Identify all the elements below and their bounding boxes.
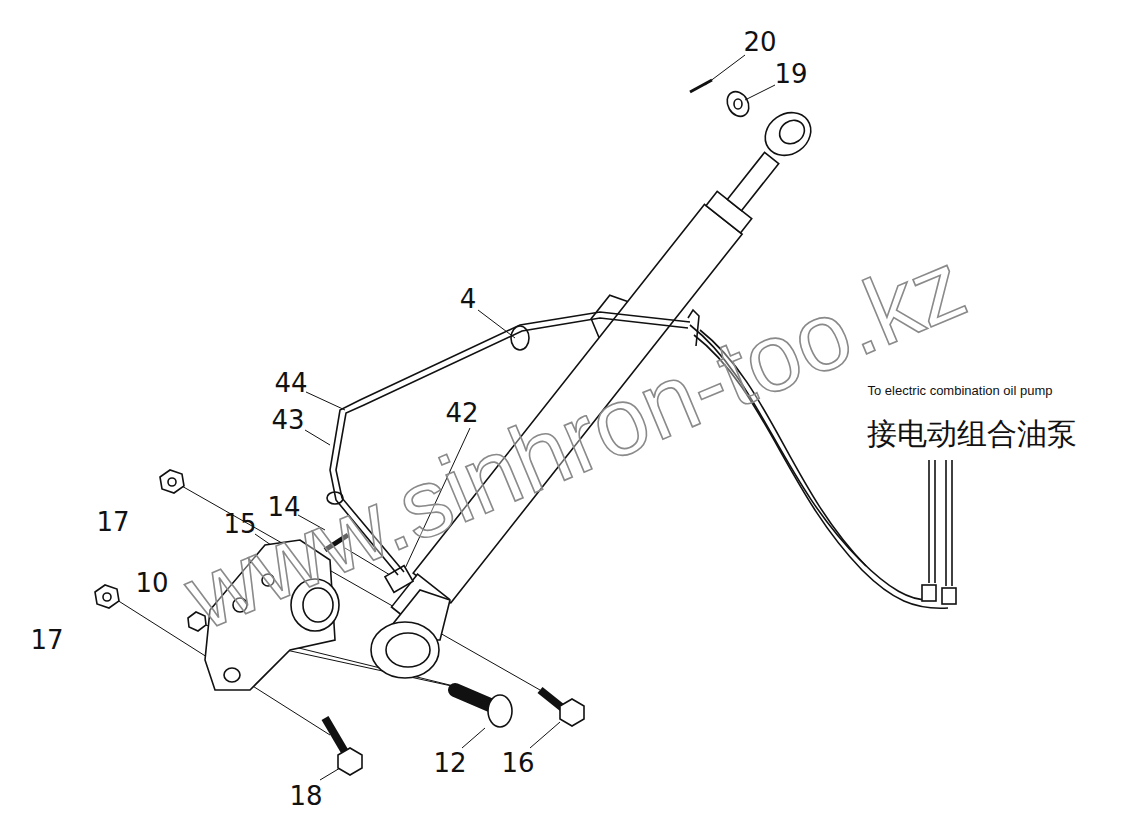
callout-number: 12 (433, 749, 466, 778)
callout-number: 10 (135, 569, 168, 598)
note-text: To electric combination oil pump (868, 384, 1053, 398)
callout-number: 17 (30, 626, 63, 655)
callout-number: 16 (501, 749, 534, 778)
callout-number: 18 (289, 782, 322, 811)
callout-number: 20 (743, 28, 776, 57)
callout-number: 44 (274, 369, 307, 398)
callout-number: 17 (96, 508, 129, 537)
watermark: www.sinhron-too.kz (171, 231, 980, 650)
note-text: 接电动组合油泵 (867, 417, 1077, 450)
callout-number: 43 (271, 406, 304, 435)
callout-number: 19 (774, 60, 807, 89)
callout-number: 42 (445, 399, 478, 428)
callout-number: 4 (460, 285, 477, 314)
